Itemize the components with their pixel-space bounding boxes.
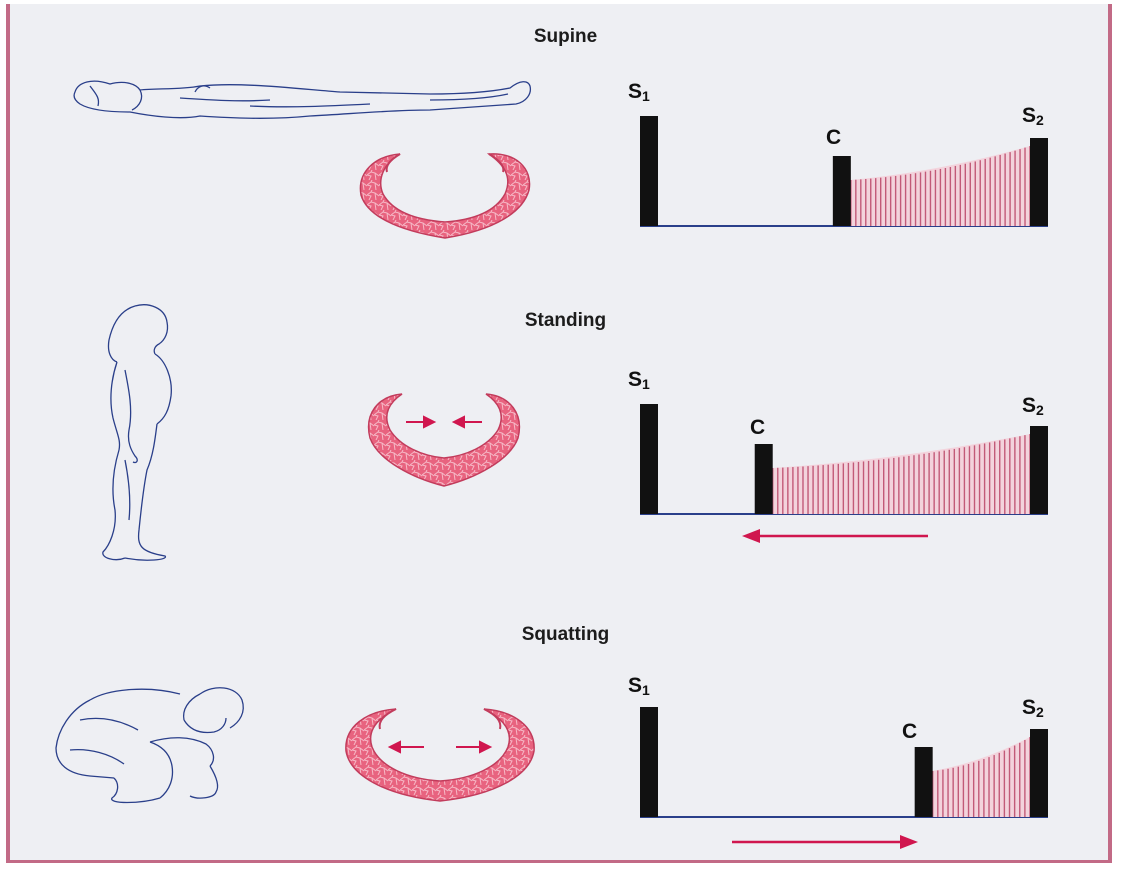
- click-bar: [833, 156, 851, 226]
- s1-bar: [640, 116, 658, 226]
- s2-label: S2: [1022, 394, 1044, 418]
- panel-squatting: Squatting: [0, 580, 1121, 870]
- s2-label: S2: [1022, 104, 1044, 128]
- heart-icon: [340, 705, 540, 805]
- phonogram-chart: [620, 705, 1060, 825]
- click-bar: [915, 747, 933, 817]
- s1-label: S1: [628, 368, 650, 392]
- s1-label: S1: [628, 674, 650, 698]
- panel-title: Squatting: [5, 624, 1121, 646]
- supine-figure-icon: [70, 70, 540, 130]
- murmur: [773, 434, 1030, 514]
- click-shift-arrow-right: [730, 832, 920, 852]
- s2-bar: [1030, 138, 1048, 226]
- panel-title: Supine: [5, 26, 1121, 48]
- s1-bar: [640, 404, 658, 514]
- click-shift-arrow-left: [740, 526, 930, 546]
- s2-bar: [1030, 426, 1048, 514]
- heart-icon: [355, 150, 535, 240]
- standing-figure-icon: [95, 300, 185, 570]
- heart-icon: [362, 390, 527, 490]
- panel-supine: Supine S1 C S2: [0, 0, 1121, 290]
- s1-label: S1: [628, 80, 650, 104]
- squatting-figure-icon: [50, 680, 250, 810]
- s2-bar: [1030, 729, 1048, 817]
- phonogram-chart: [620, 400, 1060, 540]
- panel-standing: Standing S1 C S2: [0, 290, 1121, 580]
- murmur: [851, 146, 1030, 226]
- outward-arrows: [390, 742, 490, 752]
- murmur: [933, 737, 1030, 817]
- s1-bar: [640, 707, 658, 817]
- click-label: C: [826, 126, 841, 150]
- click-label: C: [750, 416, 765, 440]
- click-bar: [755, 444, 773, 514]
- click-label: C: [902, 720, 917, 744]
- s2-label: S2: [1022, 696, 1044, 720]
- inward-arrows: [406, 417, 482, 427]
